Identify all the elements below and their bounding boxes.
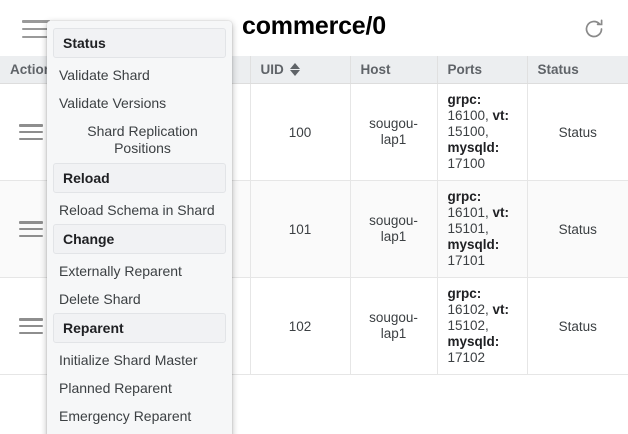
port-name: mysqld: [447, 334, 500, 349]
menu-section-header: Change [53, 224, 226, 254]
menu-item[interactable]: Emergency Reparent [59, 408, 192, 424]
hamburger-bar [19, 130, 43, 134]
port-name: vt: [492, 205, 510, 220]
column-header-host: Host [350, 56, 438, 84]
column-header-ports-label: Ports [447, 62, 483, 77]
port-value: 17100 [447, 156, 486, 171]
hamburger-icon[interactable] [22, 20, 50, 38]
menu-section-header: Status [53, 28, 226, 58]
page-title: commerce/0 [242, 12, 386, 40]
port-value: 15101, [447, 221, 489, 236]
hamburger-bar [19, 227, 43, 231]
port-name: grpc: [447, 286, 482, 301]
column-header-status-label: Status [537, 62, 579, 77]
refresh-icon[interactable] [582, 17, 606, 41]
cell-uid: 102 [250, 277, 351, 375]
menu-item[interactable]: Shard Replication Positions [87, 123, 198, 156]
cell-uid: 101 [250, 180, 351, 278]
port-value: 17102 [447, 350, 486, 365]
menu-item[interactable]: Validate Shard [59, 67, 150, 83]
column-header-uid[interactable]: UID [250, 56, 351, 84]
port-name: mysqld: [447, 140, 500, 155]
cell-status[interactable]: Status [527, 83, 628, 181]
port-value: 15102, [447, 318, 489, 333]
menu-section-header: Reparent [53, 313, 226, 343]
port-name: grpc: [447, 92, 482, 107]
menu-item[interactable]: Delete Shard [59, 291, 141, 307]
column-header-host-label: Host [360, 62, 391, 77]
hamburger-bar [22, 27, 50, 31]
column-header-uid-label: UID [260, 62, 284, 77]
menu-item[interactable]: Validate Versions [59, 95, 167, 111]
row-hamburger-icon[interactable] [19, 221, 43, 237]
cell-ports: grpc: 16102, vt: 15102, mysqld: 17102 [437, 277, 528, 375]
cell-host: sougou-lap1 [350, 83, 438, 181]
column-header-status: Status [527, 56, 628, 84]
port-value: 16101, [447, 205, 493, 220]
hamburger-bar [22, 35, 50, 38]
hamburger-bar [19, 124, 43, 127]
hamburger-bar [22, 20, 50, 23]
hamburger-bar [19, 318, 43, 321]
cell-ports: grpc: 16101, vt: 15101, mysqld: 17101 [437, 180, 528, 278]
cell-host: sougou-lap1 [350, 277, 438, 375]
menu-item[interactable]: Planned Reparent [59, 380, 172, 396]
cell-ports: grpc: 16100, vt: 15100, mysqld: 17100 [437, 83, 528, 181]
port-value: 16102, [447, 302, 493, 317]
port-name: vt: [492, 302, 510, 317]
hamburger-bar [19, 324, 43, 328]
port-name: grpc: [447, 189, 482, 204]
row-hamburger-icon[interactable] [19, 318, 43, 334]
row-hamburger-icon[interactable] [19, 124, 43, 140]
menu-section-header: Reload [53, 163, 226, 193]
hamburger-bar [19, 331, 43, 334]
tablets-table-container: Action UID Host [0, 56, 628, 375]
hamburger-bar [19, 234, 43, 237]
cell-uid: 100 [250, 83, 351, 181]
cell-status[interactable]: Status [527, 180, 628, 278]
column-header-action-label: Action [10, 62, 52, 77]
column-header-ports: Ports [437, 56, 528, 84]
menu-item[interactable]: Initialize Shard Master [59, 352, 198, 368]
port-value: 15100, [447, 124, 489, 139]
port-name: vt: [492, 108, 510, 123]
cell-host: sougou-lap1 [350, 180, 438, 278]
hamburger-bar [19, 137, 43, 140]
hamburger-bar [19, 221, 43, 224]
menu-item[interactable]: Externally Reparent [59, 263, 182, 279]
port-value: 17101 [447, 253, 486, 268]
tablets-table: Action UID Host [0, 56, 628, 375]
sort-arrows-icon[interactable] [289, 62, 300, 77]
cell-status[interactable]: Status [527, 277, 628, 375]
port-name: mysqld: [447, 237, 500, 252]
menu-item[interactable]: Reload Schema in Shard [59, 202, 215, 218]
port-value: 16100, [447, 108, 493, 123]
